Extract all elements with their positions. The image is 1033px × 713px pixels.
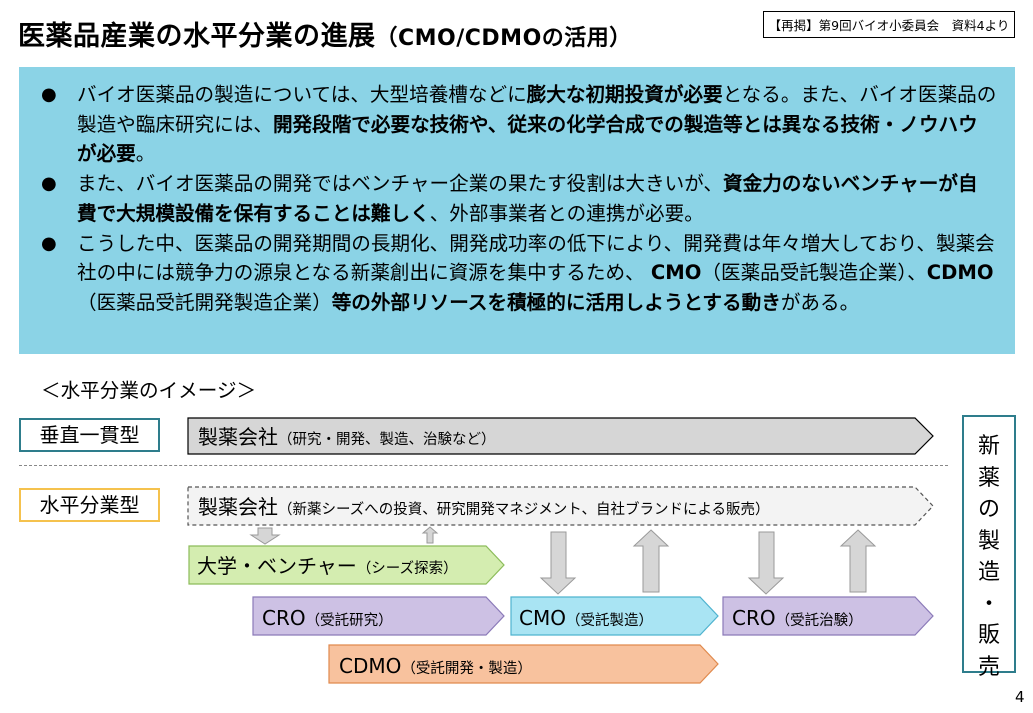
bullet-emphasis: CMO [650, 261, 702, 285]
summary-box: ● バイオ医薬品の製造については、大型培養槽などに膨大な初期投資が必要となる。また… [19, 67, 1015, 354]
bullet-text: こうした中、医薬品の開発期間の長期化、開発成功率の低下により、開発費は年々増大し… [77, 231, 995, 285]
side-label-char: 造 [977, 560, 1000, 585]
side-label-char: 販 [977, 623, 1000, 648]
bullet-dot-icon: ● [41, 232, 57, 254]
cro-research-arrow [252, 596, 505, 636]
diagram-heading: ＜水平分業のイメージ＞ [41, 379, 257, 402]
bullet-text: （医薬品受託開発製造企業） [77, 290, 332, 314]
bullet-emphasis: 開発段階で必要な技術や、従来の化学合成での製造等とは異なる技術・ノウハウが必要 [77, 112, 978, 166]
large-down-arrow-cmo [539, 531, 577, 595]
large-up-arrow-cro [839, 529, 877, 593]
cro-trial-arrow [722, 596, 934, 636]
summary-bullet: ● バイオ医薬品の製造については、大型培養槽などに膨大な初期投資が必要となる。また… [41, 80, 997, 169]
side-label-box: 新薬の製造・販売 [962, 415, 1016, 680]
cro-trial-text: CRO（受託治験） [732, 606, 863, 630]
cmo-arrow [510, 596, 719, 636]
horizontal-division-label: 水平分業型 [19, 488, 160, 522]
summary-bullet: ● また、バイオ医薬品の開発ではベンチャー企業の果たす役割は大きいが、資金力のない… [41, 169, 997, 228]
side-label-char: 新 [977, 434, 1000, 459]
bullet-emphasis: CDMO [926, 261, 994, 285]
bullet-emphasis: 資金力のないベンチャーが自費で大規模設備を保有することは難しく [77, 172, 978, 225]
large-up-arrow-cmo [632, 529, 670, 593]
bullet-emphasis: 等の外部リソースを積極的に活用しようとする動き [331, 290, 781, 314]
cdmo-arrow [328, 644, 719, 684]
source-note: 【再掲】第9回バイオ小委員会 資料4より [763, 11, 1015, 38]
title-main: 医薬品産業の水平分業の進展 [18, 21, 376, 52]
page-title: 医薬品産業の水平分業の進展（CMO/CDMOの活用） [18, 14, 632, 53]
bullet-text: 。 [135, 142, 156, 166]
cro-research-text: CRO（受託研究） [262, 606, 393, 630]
bullet-dot-icon: ● [41, 173, 57, 195]
small-down-arrow-left [249, 527, 281, 545]
cmo-text: CMO（受託製造） [519, 606, 653, 630]
bullet-text: がある。 [780, 290, 860, 314]
horizontal-pharma-text: 製薬会社（新薬シーズへの投資、研究開発マネジメント、自社ブランドによる販売） [198, 495, 770, 519]
side-label-char: 売 [977, 654, 1000, 680]
vertical-pharma-text: 製薬会社（研究・開発、製造、治験など） [198, 425, 496, 449]
side-label-char: 薬 [977, 465, 1000, 491]
divider-line [19, 465, 948, 466]
summary-bullet: ● こうした中、医薬品の開発期間の長期化、開発成功率の低下により、開発費は年々増大… [41, 229, 997, 318]
bullet-text: （医薬品受託製造企業）、 [701, 261, 927, 285]
horizontal-pharma-arrow [187, 486, 934, 526]
side-label-char: 製 [977, 528, 1000, 554]
page-number: 4 [1015, 688, 1025, 706]
side-label-char: の [977, 497, 1000, 522]
bullet-text: 、外部事業者との連携が必要。 [429, 201, 704, 225]
bullet-text: また、バイオ医薬品の開発ではベンチャー企業の果たす役割は大きいが、 [77, 172, 724, 196]
bullet-dot-icon: ● [41, 84, 57, 105]
university-text: 大学・ベンチャー（シーズ探索） [197, 554, 458, 578]
side-label-char: ・ [977, 591, 1000, 617]
vertical-pharma-arrow [187, 417, 934, 455]
bullet-text: バイオ医薬品の製造については、大型培養槽などに [77, 83, 527, 106]
bullet-emphasis: 膨大な初期投資が必要 [526, 83, 723, 106]
university-arrow [188, 545, 505, 585]
large-down-arrow-cro [747, 531, 785, 595]
vertical-integration-label: 垂直一貫型 [19, 418, 160, 452]
bullet-text: となる。また、バイオ医薬品の製造や臨床研究には、 [77, 83, 997, 136]
small-up-arrow-right [421, 526, 439, 544]
title-sub: （CMO/CDMOの活用） [375, 26, 632, 51]
cdmo-text: CDMO（受託開発・製造） [339, 654, 532, 678]
